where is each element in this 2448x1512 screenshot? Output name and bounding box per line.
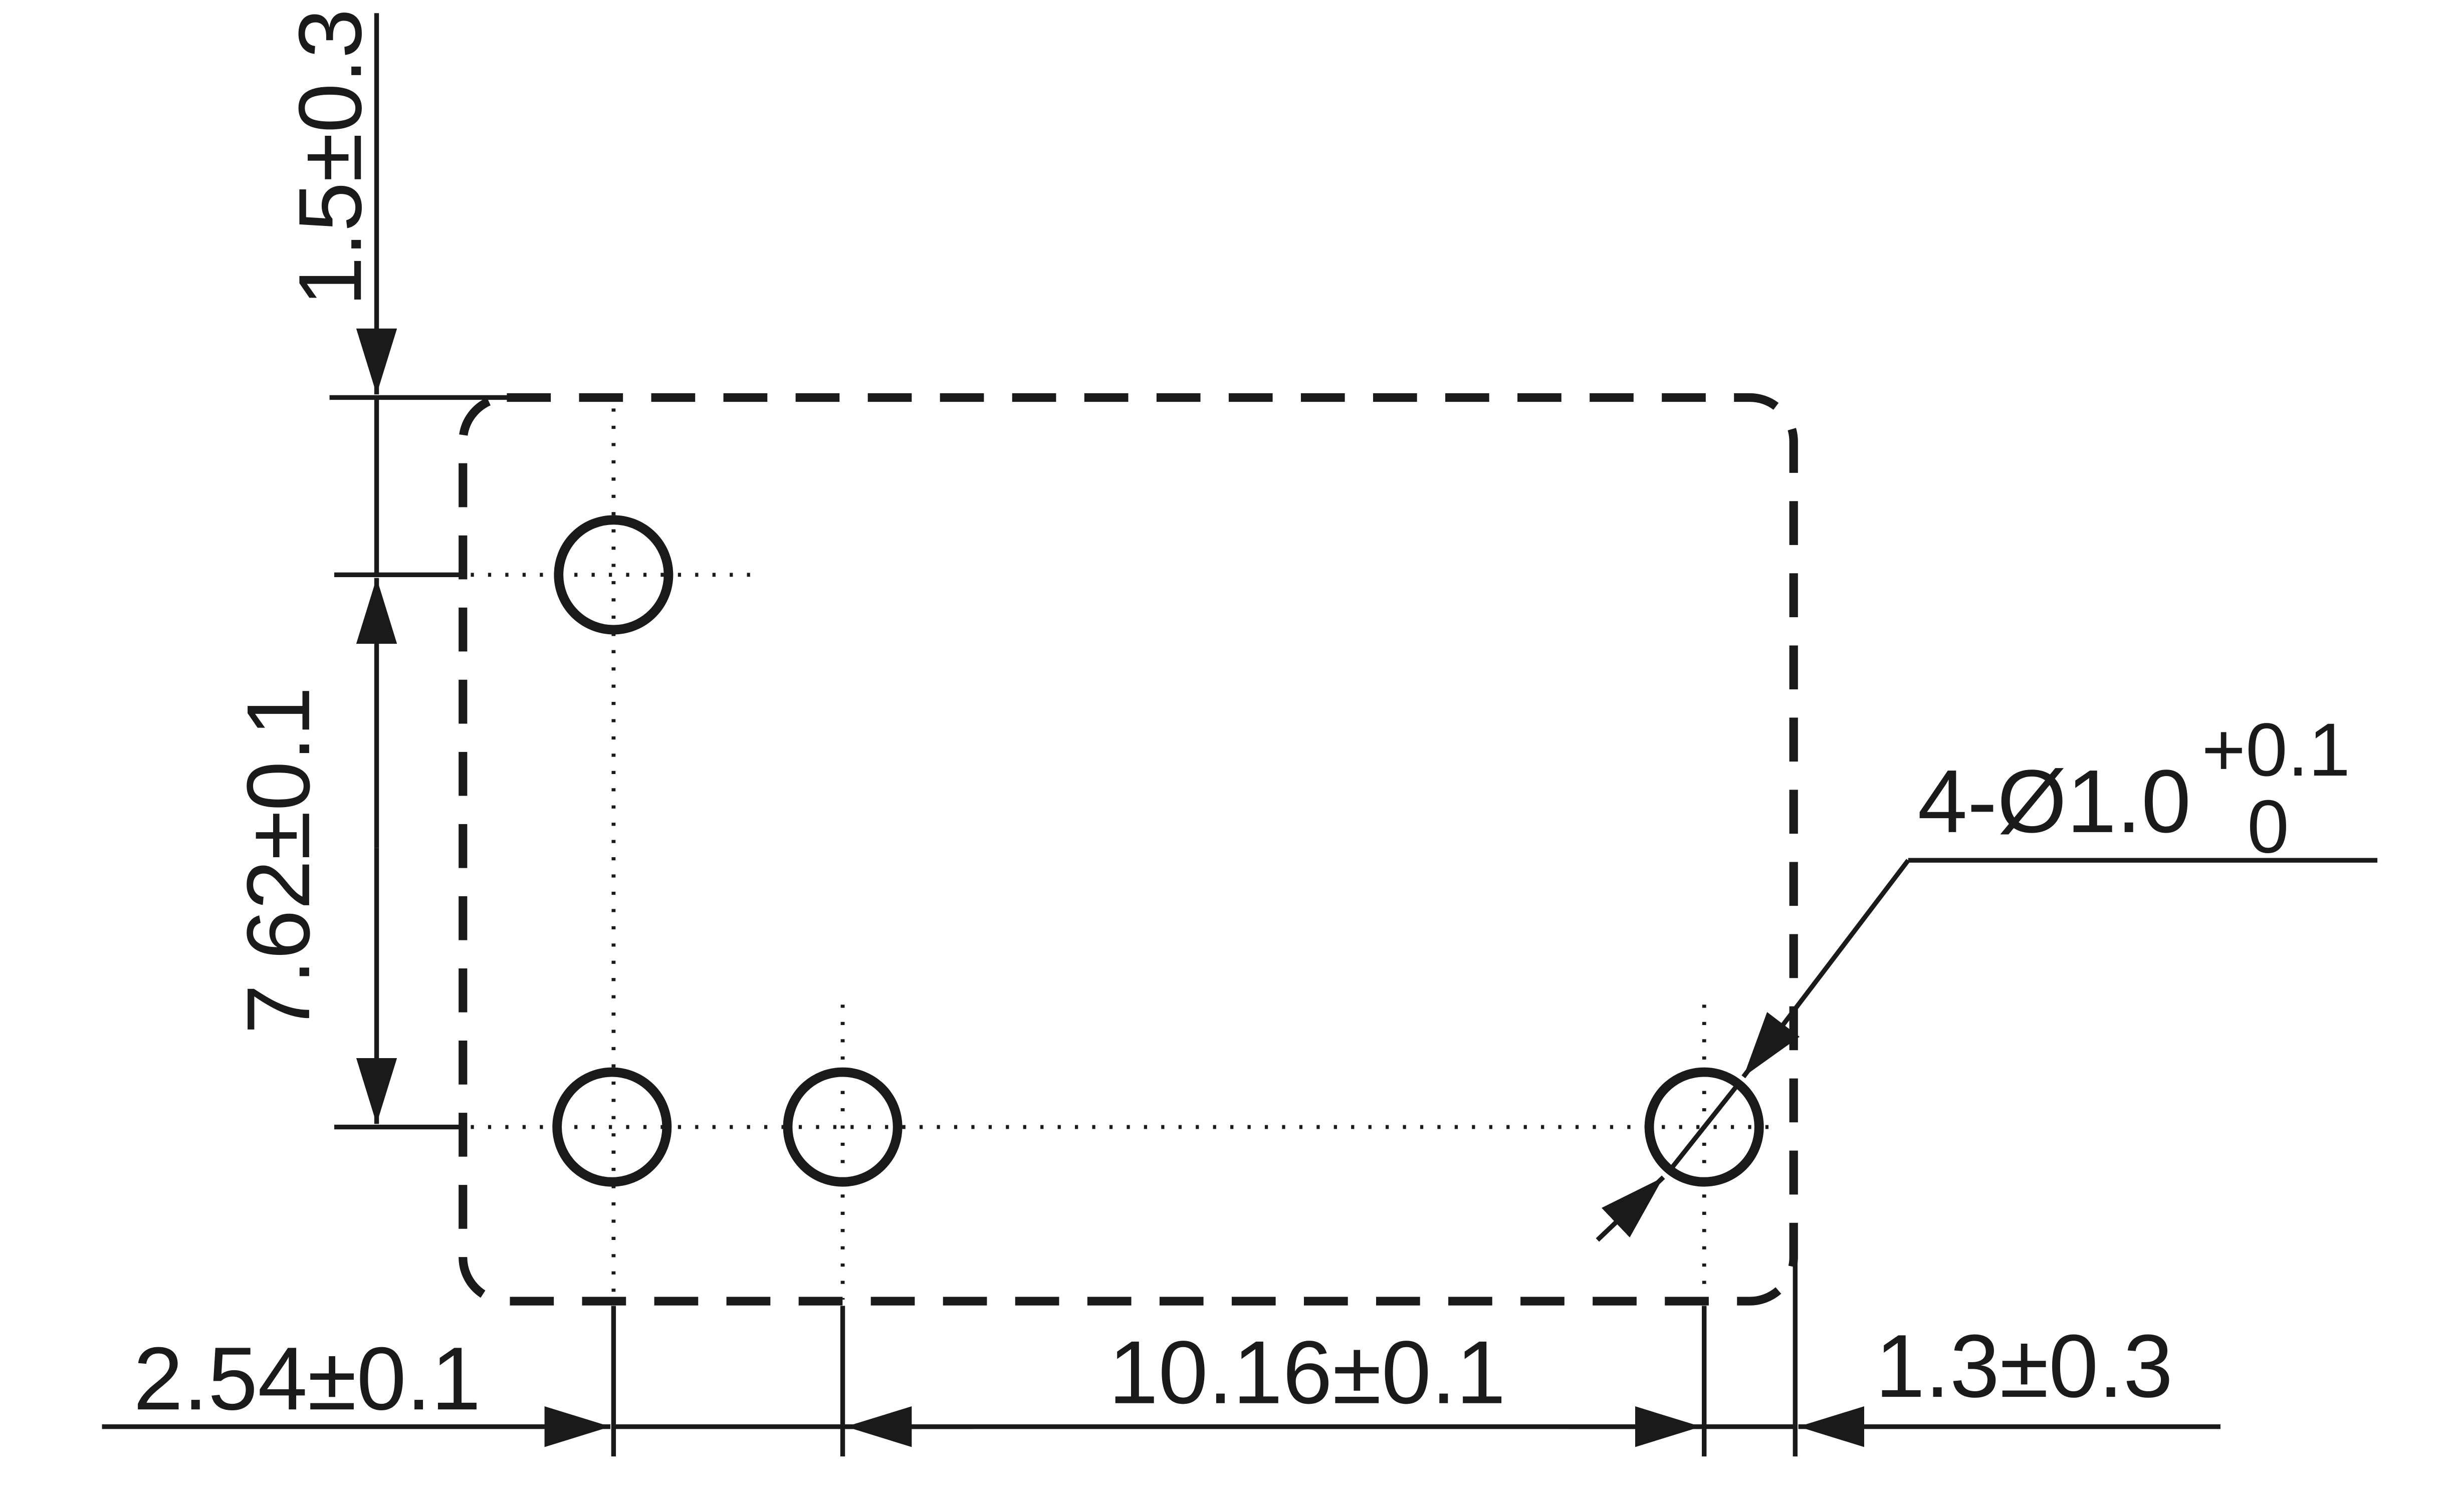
hole-bottom-middle [783,1067,903,1187]
hole-callout-label: 4-Ø1.0 [1918,751,2191,851]
hole-callout-leader [1741,859,1910,1079]
hole-callout-lower-arrow [1596,1175,1665,1242]
component-outline [459,393,1798,1306]
extension-lines [329,395,1798,1457]
dim-horizontal-pitch-label: 10.16±0.1 [1108,1322,1506,1422]
hole-bottom-left [552,1067,672,1187]
center-lines [471,408,1782,1300]
mounting-holes [552,515,1764,1187]
dim-vertical-pitch-label: 7.62±0.1 [228,687,328,1034]
hole-bottom-right [1644,1067,1764,1187]
hole-top-left [554,515,674,635]
dim-left-pitch-label: 2.54±0.1 [133,1328,481,1428]
diameter-line [1666,1080,1742,1174]
hole-callout-upper-tolerance: +0.1 [2201,707,2350,792]
dim-top-offset-label: 1.5±0.3 [280,9,380,306]
dim-right-offset-label: 1.3±0.3 [1875,1316,2173,1416]
hole-callout-lower-tolerance: 0 [2247,785,2289,869]
